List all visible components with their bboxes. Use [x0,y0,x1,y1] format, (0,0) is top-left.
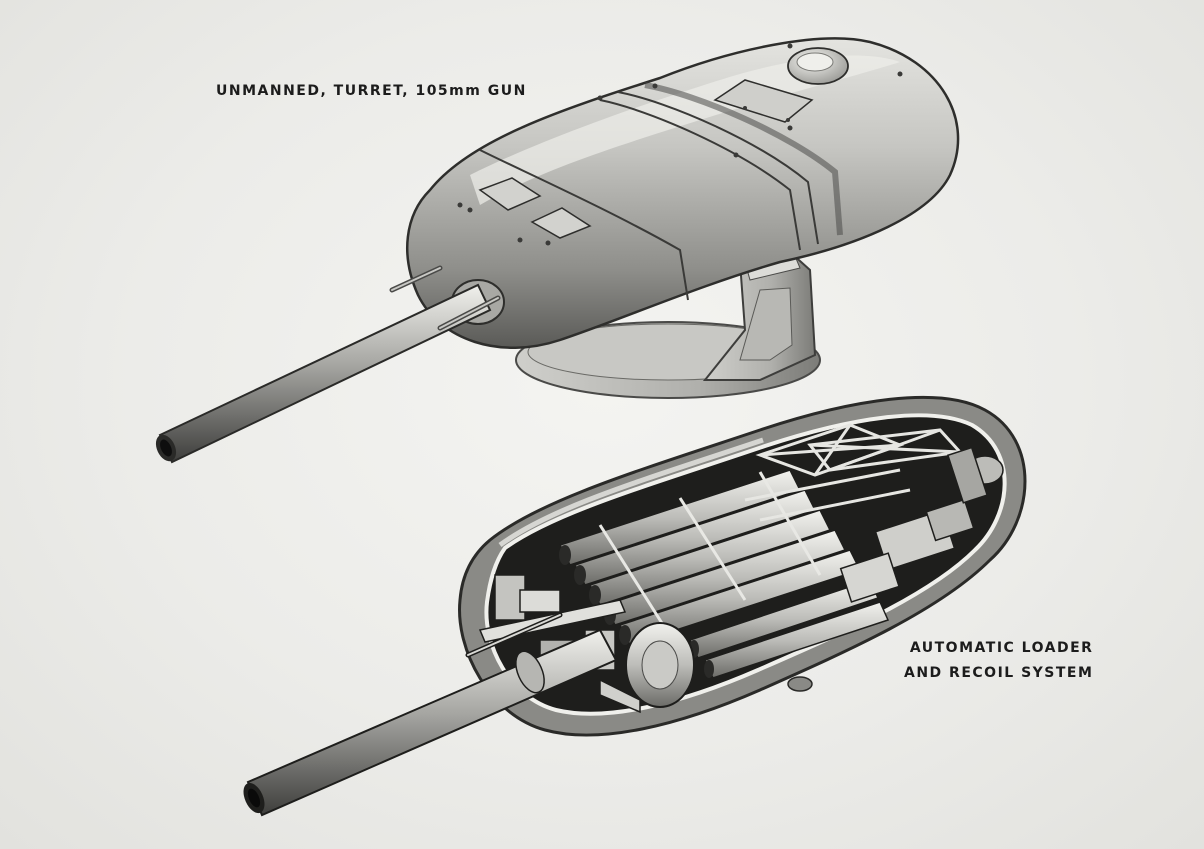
hull-rivets [457,43,903,246]
unmanned-turret [155,37,960,464]
trunnion-bracket [702,250,817,381]
turret-caption: UNMANNED, TURRET, 105mm GUN [216,83,527,99]
autoloader-caption: AUTOMATIC LOADER AND RECOIL SYSTEM [904,636,1093,686]
hull-band-strip [644,82,843,236]
hull-seam-middle [599,99,801,251]
ammunition-rack [558,469,890,679]
recoil-machinery [839,446,1004,603]
autoloader-caption-line-1: AUTOMATIC LOADER [909,640,1094,656]
breech-drum [625,622,695,708]
main-gun-barrel [155,283,492,464]
access-hatch-1 [478,177,542,211]
cutaway-gun-barrel [243,628,618,817]
loader-lattice-frame [744,423,964,522]
access-hatch-2 [530,207,592,239]
top-hatch-panel [713,79,814,123]
autoloader-caption-line-2: AND RECOIL SYSTEM [904,665,1094,681]
autoloader-cutaway [243,395,1027,817]
turret-hull [406,37,960,349]
mount-lug [787,676,813,692]
hull-seam-front [479,149,689,301]
